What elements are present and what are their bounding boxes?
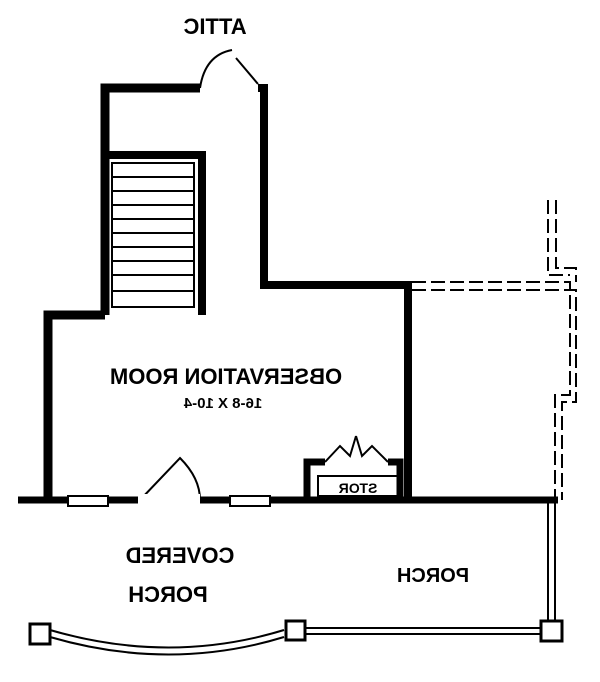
porch-rail <box>304 627 540 635</box>
storage-label: STOR <box>339 480 378 496</box>
attic-label: ATTIC <box>183 14 246 39</box>
window <box>67 495 109 507</box>
window <box>229 495 271 507</box>
dashed-outline <box>412 200 577 500</box>
covered-porch-label-2: PORCH <box>128 582 207 607</box>
stair-block-wall <box>105 151 206 315</box>
storage-wall <box>303 458 404 500</box>
porch-post <box>539 619 564 643</box>
room-size-label: 16-8 X 10-4 <box>183 395 262 412</box>
storage-shelf <box>317 475 399 497</box>
room-name-label: OBSERVATION ROOM <box>110 364 342 389</box>
porch-label: PORCH <box>397 565 469 587</box>
covered-porch-label-1: COVERED <box>126 543 235 568</box>
entry-door <box>139 456 201 501</box>
stair-tower-wall <box>100 83 200 315</box>
storage-doors <box>324 435 389 463</box>
curved-rail <box>49 629 285 656</box>
porch-post <box>284 619 307 642</box>
porch-post-line <box>547 500 556 622</box>
stair-tower-right-wall <box>258 84 412 500</box>
stairs <box>111 162 195 308</box>
door-opening <box>138 494 200 506</box>
attic-door <box>199 49 259 89</box>
attic-opening <box>200 62 258 92</box>
porch-post <box>28 622 52 646</box>
room-left-wall <box>43 310 105 500</box>
